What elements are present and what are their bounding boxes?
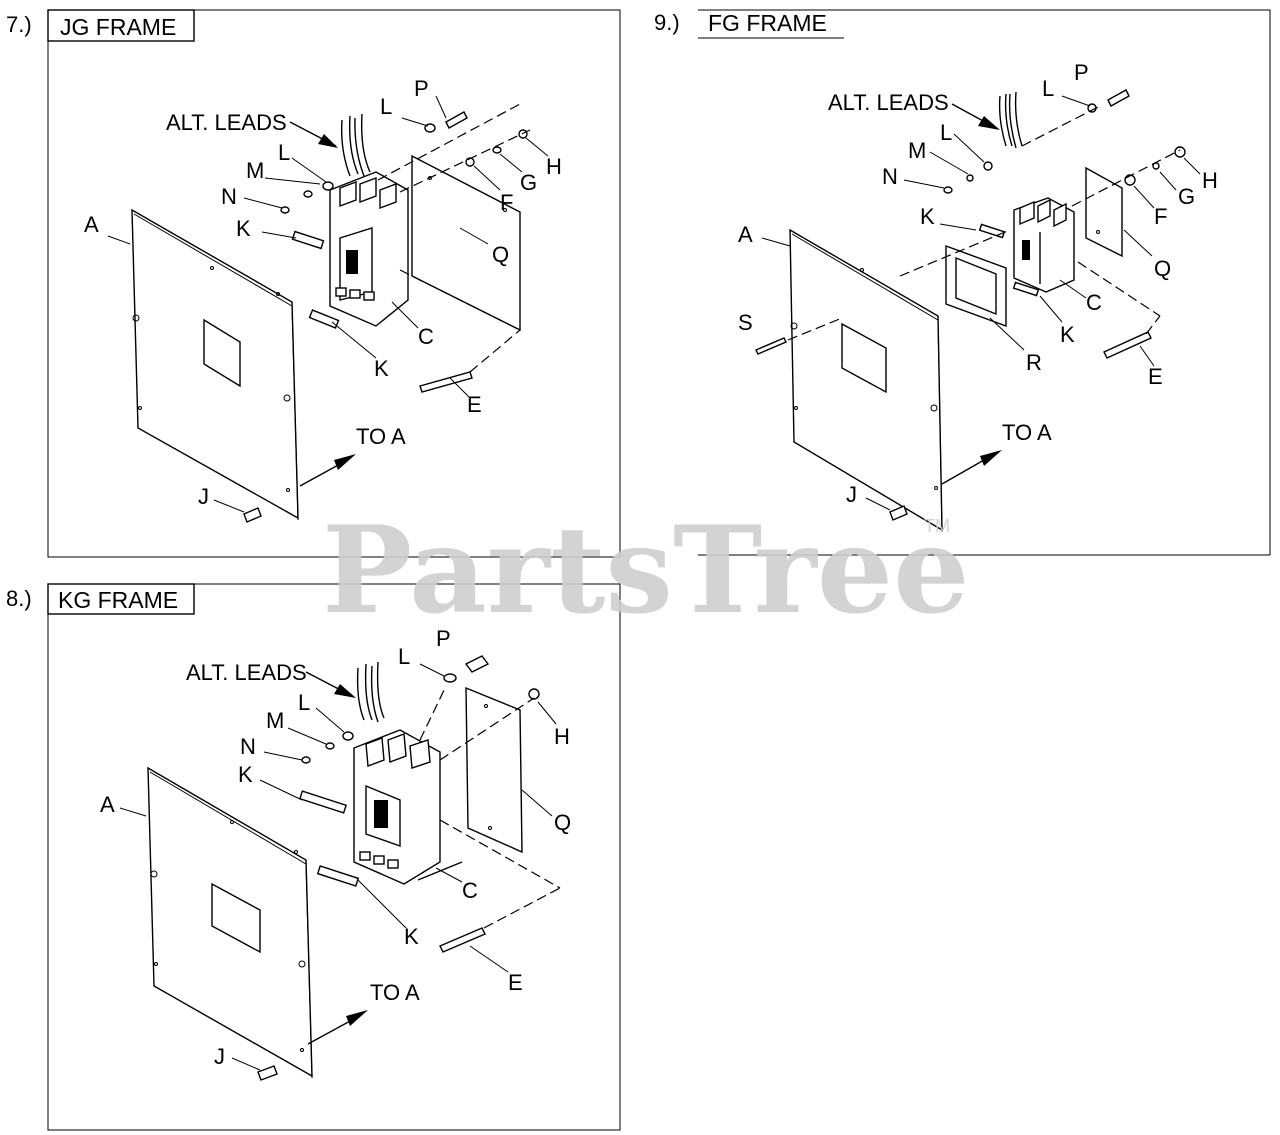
label-g: G xyxy=(520,170,537,195)
cover-plate-a xyxy=(131,208,299,521)
label-j: J xyxy=(846,482,857,507)
panel-jg-frame: 7.) JG FRAME xyxy=(6,9,621,558)
label-e: E xyxy=(467,392,482,417)
label-alt-leads: ALT. LEADS xyxy=(166,110,287,135)
breaker-c xyxy=(353,729,463,885)
label-k: K xyxy=(1060,322,1075,347)
watermark-text: PartsTree xyxy=(322,500,969,641)
panel-number: 8.) xyxy=(6,586,32,611)
label-l: L xyxy=(1042,76,1054,101)
label-l: L xyxy=(298,690,310,715)
label-q: Q xyxy=(554,810,571,835)
callout-labels: ALT. LEADS P L L M N H K A Q C K E TO A … xyxy=(100,626,571,1069)
hardware xyxy=(755,89,1186,521)
leader-lines xyxy=(119,663,561,1071)
label-l: L xyxy=(940,120,952,145)
label-e: E xyxy=(1148,364,1163,389)
panel-title: JG FRAME xyxy=(60,14,176,40)
label-k: K xyxy=(374,356,389,381)
label-r: R xyxy=(1026,350,1042,375)
label-n: N xyxy=(882,164,898,189)
label-k: K xyxy=(238,762,253,787)
trim-frame-r xyxy=(945,244,1007,328)
alt-leads-cables xyxy=(340,113,371,177)
callout-labels: P L ALT. LEADS L M N H G F K A Q C S K R… xyxy=(738,60,1218,507)
label-j: J xyxy=(198,484,209,509)
label-q: Q xyxy=(492,242,509,267)
label-c: C xyxy=(418,324,434,349)
panel-title-box xyxy=(47,583,195,615)
label-alt-leads: ALT. LEADS xyxy=(186,660,307,685)
label-alt-leads: ALT. LEADS xyxy=(828,90,949,115)
trademark-mark: TM xyxy=(924,516,950,536)
terminal-cover-q xyxy=(1085,166,1123,258)
panel-border xyxy=(47,583,621,1131)
label-g: G xyxy=(1178,184,1195,209)
label-to-a: TO A xyxy=(1002,420,1052,445)
leader-lines xyxy=(761,95,1201,511)
label-l: L xyxy=(278,140,290,165)
label-s: S xyxy=(738,310,753,335)
label-k: K xyxy=(404,924,419,949)
panel-border xyxy=(47,9,621,558)
label-n: N xyxy=(240,734,256,759)
breaker-c xyxy=(329,171,409,327)
panel-title-box xyxy=(47,9,195,42)
terminal-cover-q xyxy=(465,686,523,854)
panel-number: 9.) xyxy=(654,10,680,35)
panel-title: FG FRAME xyxy=(708,10,827,36)
panel-number: 7.) xyxy=(6,12,32,37)
label-a: A xyxy=(100,792,115,817)
label-f: F xyxy=(500,190,513,215)
label-q: Q xyxy=(1154,256,1171,281)
label-h: H xyxy=(554,724,570,749)
label-m: M xyxy=(266,708,284,733)
leader-lines xyxy=(107,95,549,513)
label-h: H xyxy=(546,154,562,179)
panel-title: KG FRAME xyxy=(58,587,178,613)
alt-leads-cables xyxy=(998,91,1023,149)
alt-leads-cables xyxy=(356,661,385,723)
breaker-c xyxy=(1013,197,1075,293)
panel-kg-frame: 8.) KG FRAME xyxy=(6,583,621,1131)
label-a: A xyxy=(738,222,753,247)
label-l: L xyxy=(380,94,392,119)
label-f: F xyxy=(1154,204,1167,229)
label-l: L xyxy=(398,644,410,669)
label-h: H xyxy=(1202,168,1218,193)
label-m: M xyxy=(908,138,926,163)
label-k: K xyxy=(920,204,935,229)
watermark: PartsTree TM xyxy=(322,500,969,641)
label-e: E xyxy=(508,970,523,995)
label-p: P xyxy=(414,76,429,101)
label-p: P xyxy=(1074,60,1089,85)
label-to-a: TO A xyxy=(370,980,420,1005)
label-k: K xyxy=(236,216,251,241)
callout-labels: ALT. LEADS P L L M N H G F A K Q C K E T… xyxy=(84,76,562,509)
label-m: M xyxy=(246,158,264,183)
label-c: C xyxy=(462,878,478,903)
label-a: A xyxy=(84,212,99,237)
label-n: N xyxy=(221,184,237,209)
label-to-a: TO A xyxy=(356,424,406,449)
panel-fg-frame: 9.) FG FRAME xyxy=(654,9,1271,556)
label-j: J xyxy=(214,1044,225,1069)
label-p: P xyxy=(436,626,451,651)
cover-plate-a xyxy=(147,766,313,1079)
hardware xyxy=(257,655,540,1081)
cover-plate-a xyxy=(789,228,943,533)
hardware xyxy=(243,111,528,523)
label-c: C xyxy=(1086,290,1102,315)
